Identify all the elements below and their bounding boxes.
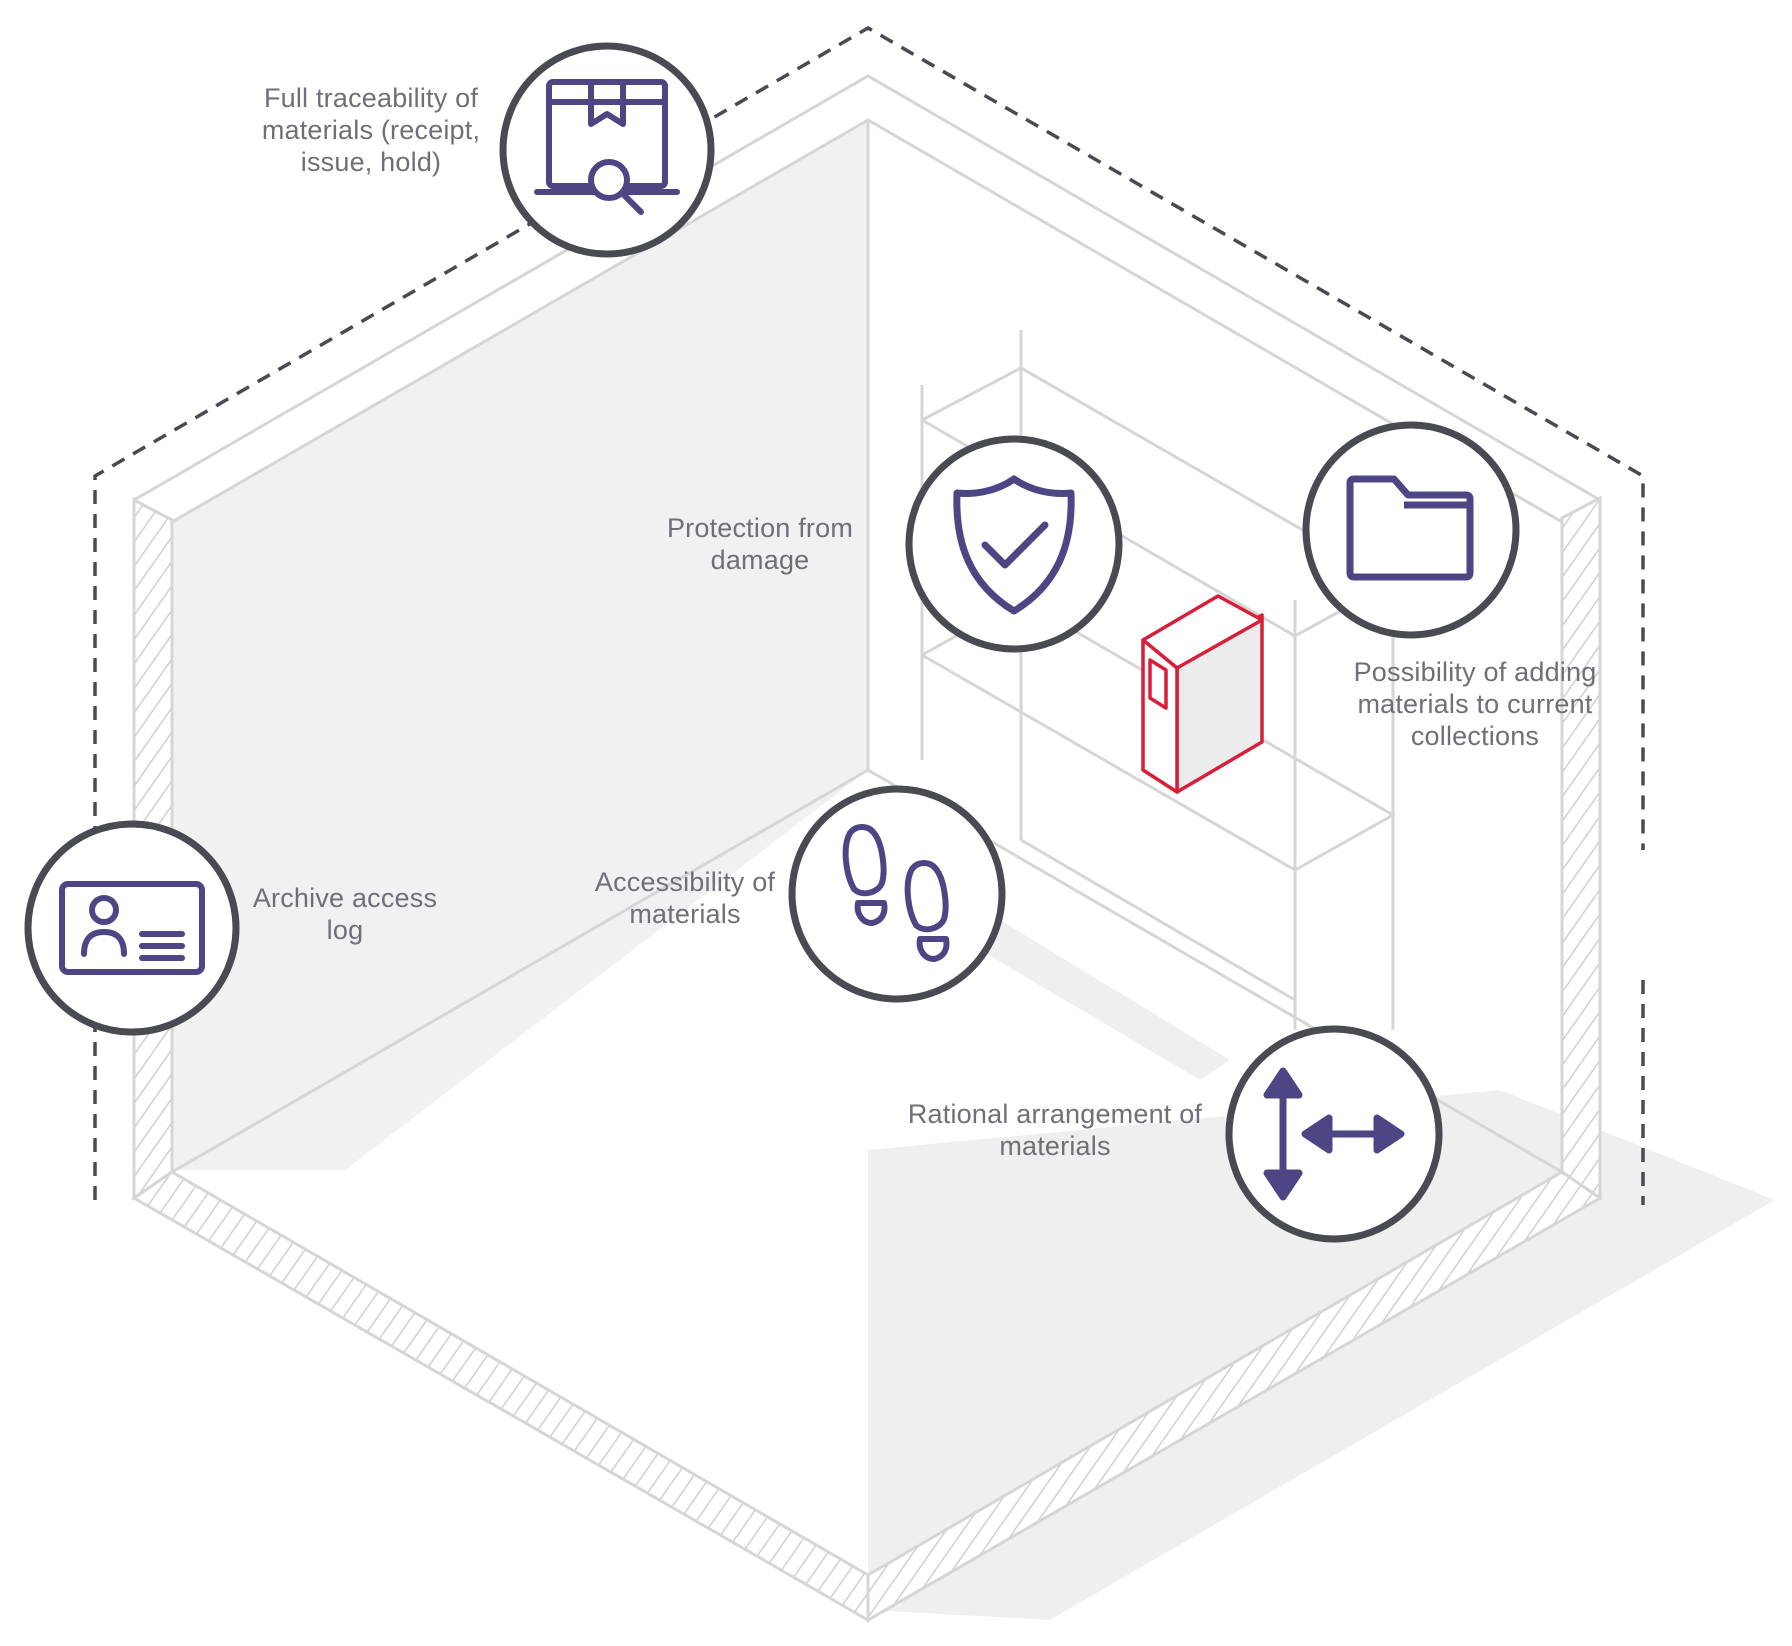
badge-collections: [1302, 421, 1520, 639]
label-traceability: Full traceability of materials (receipt,…: [261, 83, 481, 177]
label-access-log: Archive access log: [252, 883, 438, 945]
shield-check-icon: [905, 435, 1123, 653]
badge-arrangement: [1225, 1025, 1443, 1243]
archive-box: [1141, 594, 1264, 794]
box-search-icon: [499, 42, 715, 258]
label-accessibility: Accessibility of materials: [594, 867, 776, 929]
dashed-outline: [93, 25, 1645, 1205]
arrows-icon: [1225, 1025, 1443, 1243]
wall-hatching: [131, 495, 1603, 1623]
id-card-icon: [24, 820, 240, 1036]
footprints-icon: [788, 785, 1006, 1003]
folder-icon: [1302, 421, 1520, 639]
label-protection: Protection from damage: [666, 513, 854, 575]
badge-traceability: [499, 42, 715, 258]
wall-outlines: [133, 74, 1601, 1174]
badge-accessibility: [788, 785, 1006, 1003]
label-collections: Possibility of adding materials to curre…: [1353, 657, 1597, 751]
badge-access-log: [24, 820, 240, 1036]
label-arrangement: Rational arrangement of materials: [907, 1099, 1203, 1161]
left-wall: [172, 120, 868, 1170]
badge-protection: [905, 435, 1123, 653]
shelf-shadow: [980, 920, 1230, 1080]
